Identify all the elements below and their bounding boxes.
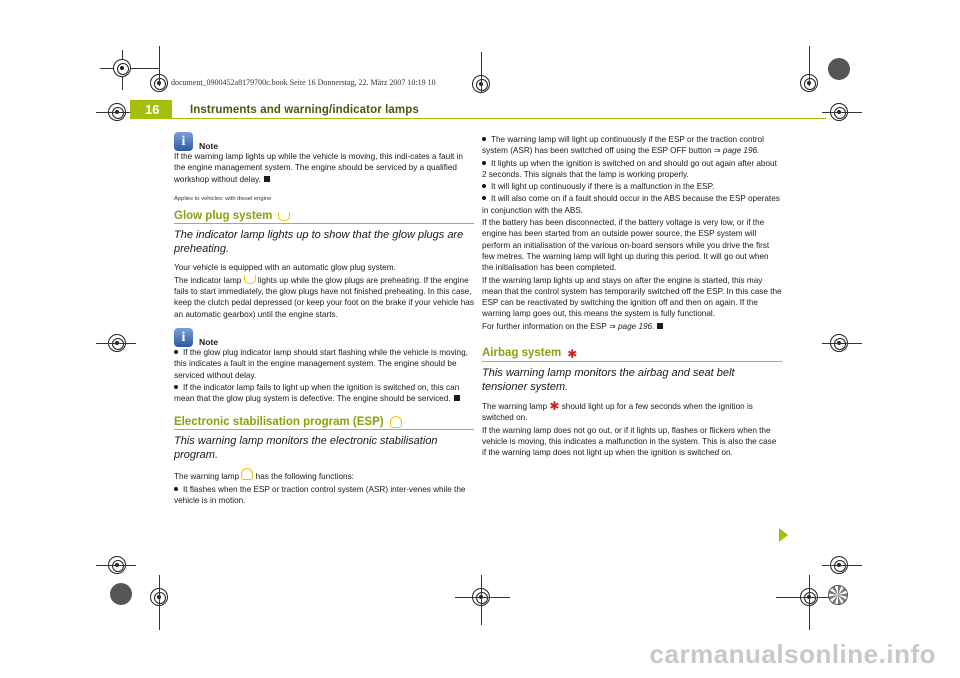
paragraph: The indicator lamp lights up while the g… [174,274,474,319]
glow-plug-icon [278,212,291,222]
paragraph: If the warning lamp lights up and stays … [482,275,782,319]
page-reference-link[interactable]: ⇒ page 196. [713,146,760,156]
bullet-item: If the indicator lamp fails to light up … [174,382,460,404]
note-label: Note [199,336,219,347]
crop-mark-h [822,112,862,113]
crop-mark-v [159,46,160,86]
paragraph: If the warning lamp does not go out, or … [482,425,777,458]
disc-dark-icon [828,58,850,80]
watermark: carmanualsonline.info [649,639,936,669]
page-number-band [130,100,172,119]
section-subtitle: This warning lamp monitors the electroni… [174,435,438,462]
crop-mark-h [776,597,831,598]
bullet-icon [482,196,486,201]
bullet-icon [174,349,178,354]
next-page-arrow-icon[interactable] [779,528,788,542]
paragraph: If the battery has been disconnected, if… [482,218,770,273]
crop-mark-h [96,112,136,113]
crop-mark-h [822,343,862,344]
esp-icon [389,416,402,429]
file-header: document_0900452a8179700c.book Seite 16 … [171,78,436,87]
header-rule [130,118,826,119]
bullet-item: The warning lamp will light up continuou… [482,135,764,156]
bullet-icon [174,384,178,389]
end-of-section-icon [453,395,460,402]
crop-mark-h [822,565,862,566]
left-column: i Note If the warning lamp lights up whi… [174,128,474,507]
crop-mark-h [96,565,136,566]
end-of-section-icon [263,175,270,182]
bullet-icon [482,184,486,189]
note-text: If the warning lamp lights up while the … [174,152,463,184]
registration-mark-icon [113,59,131,77]
crop-mark-v [809,46,810,86]
bullet-icon [174,486,178,491]
disc-dark-icon [110,583,132,605]
bullet-icon [482,137,486,141]
right-column: The warning lamp will light up continuou… [482,134,782,460]
section-subtitle: This warning lamp monitors the airbag an… [482,367,735,394]
section-title-airbag: Airbag system ✱ [482,347,782,363]
end-of-section-icon [657,322,664,329]
note-heading: i Note [174,132,474,151]
disc-light-icon [828,585,848,605]
note-heading: i Note [174,327,474,347]
crop-mark-v [481,52,482,92]
crop-mark-h [96,343,136,344]
crop-mark-v [809,575,810,630]
bullet-item: It flashes when the ESP or traction cont… [174,484,466,506]
page-number: 16 [145,102,160,117]
bullet-item: It lights up when the ignition is switch… [482,158,777,179]
applies-to: Applies to vehicles: with diesel engine [174,195,272,202]
bullet-item: It will also come on if a fault should o… [482,194,780,215]
paragraph: The warning lamp ✱ should light up for a… [482,399,753,423]
section-title-esp: Electronic stabilisation program (ESP) [174,416,474,431]
crop-mark-v [481,575,482,625]
paragraph: Your vehicle is equipped with an automat… [174,263,396,273]
crop-mark-h [455,597,510,598]
page-reference-link[interactable]: ⇒ page 196. [608,321,655,331]
glow-plug-icon [243,274,256,284]
bullet-item: It will light up continuously if there i… [482,181,782,192]
section-title-glow-plug: Glow plug system [174,210,474,225]
section-subtitle: The indicator lamp lights up to show tha… [174,229,464,256]
paragraph: The warning lamp has the following funct… [174,468,474,482]
crop-mark-v [159,575,160,630]
note-label: Note [199,141,219,151]
chapter-title: Instruments and warning/indicator lamps [190,104,419,116]
info-icon: i [174,327,193,347]
info-icon: i [174,132,193,151]
airbag-icon: ✱ [549,399,560,414]
paragraph: For further information on the ESP ⇒ pag… [482,321,782,332]
bullet-icon [482,160,486,165]
airbag-icon: ✱ [567,347,578,362]
esp-icon [241,468,254,481]
bullet-item: If the glow plug indicator lamp should s… [174,347,468,380]
